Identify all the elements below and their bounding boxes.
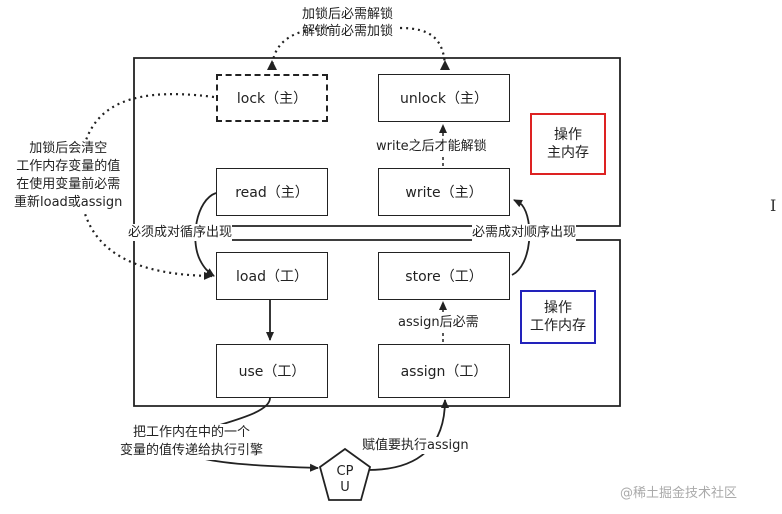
work-memory-label-line2: 工作内存 bbox=[530, 318, 586, 334]
store-write-order-annotation: 必需成对顺序出现 bbox=[472, 224, 577, 241]
lock-clears-line2: 工作内存变量的值 bbox=[16, 159, 121, 174]
top-annotation-line1: 加锁后必需解锁 bbox=[302, 7, 394, 22]
read-node-label: read（主） bbox=[235, 185, 309, 201]
lock-clears-annotation: 加锁后会清空 工作内存变量的值 在使用变量前必需 重新load或assign bbox=[14, 140, 123, 212]
work-memory-label: 操作 工作内存 bbox=[520, 290, 596, 344]
assign-then-store-annotation: assign后必需 bbox=[398, 314, 479, 331]
read-node: read（主） bbox=[216, 168, 328, 216]
cpu-label-line1: CP bbox=[336, 464, 354, 479]
unlock-node-label: unlock（主） bbox=[399, 91, 488, 107]
text-cursor-icon: I bbox=[770, 196, 777, 215]
lock-clears-line4: 重新load或assign bbox=[14, 195, 123, 210]
use-node: use（工） bbox=[216, 344, 328, 398]
use-to-engine-line2: 变量的值传递给执行引擎 bbox=[120, 443, 264, 458]
read-load-order-annotation: 必须成对循序出现 bbox=[128, 224, 233, 241]
lock-clears-line1: 加锁后会清空 bbox=[29, 141, 108, 156]
main-memory-label-line1: 操作 bbox=[554, 127, 582, 143]
write-node-label: write（主） bbox=[405, 185, 483, 201]
work-memory-label-line1: 操作 bbox=[544, 300, 572, 316]
store-node: store（工） bbox=[378, 252, 510, 300]
assign-node: assign（工） bbox=[378, 344, 510, 398]
store-node-label: store（工） bbox=[405, 269, 483, 285]
read-to-load-arrow bbox=[194, 192, 217, 277]
load-node-label: load（工） bbox=[236, 269, 308, 285]
main-memory-region-outline bbox=[133, 57, 621, 227]
unlock-node: unlock（主） bbox=[378, 74, 510, 122]
work-memory-region-outline bbox=[133, 239, 621, 407]
write-node: write（主） bbox=[378, 168, 510, 216]
main-memory-label-line2: 主内存 bbox=[547, 145, 589, 161]
assign-node-label: assign（工） bbox=[400, 364, 488, 380]
lock-unlock-dotted-arrow bbox=[270, 26, 447, 71]
use-to-engine-annotation: 把工作内在中的一个 变量的值传递给执行引擎 bbox=[120, 424, 264, 460]
top-annotation: 加锁后必需解锁 解锁前必需加锁 bbox=[302, 6, 393, 40]
cpu-assign-annotation: 赋值要执行assign bbox=[362, 437, 469, 454]
cpu-to-assign-arrow bbox=[367, 399, 449, 471]
lock-node-label: lock（主） bbox=[236, 91, 308, 107]
load-node: load（工） bbox=[216, 252, 328, 300]
write-then-unlock-annotation: write之后才能解锁 bbox=[376, 138, 487, 155]
store-to-write-arrow bbox=[511, 199, 531, 276]
cpu-pentagon bbox=[318, 447, 372, 501]
cpu-label: CP U bbox=[320, 460, 370, 500]
use-to-engine-line1: 把工作内在中的一个 bbox=[133, 425, 251, 440]
main-memory-label: 操作 主内存 bbox=[530, 113, 606, 175]
use-node-label: use（工） bbox=[238, 364, 306, 380]
cpu-label-line2: U bbox=[340, 480, 350, 495]
lock-node: lock（主） bbox=[216, 74, 328, 122]
lock-clears-line3: 在使用变量前必需 bbox=[16, 177, 121, 192]
watermark: @稀土掘金技术社区 bbox=[620, 486, 738, 501]
top-annotation-line2: 解锁前必需加锁 bbox=[302, 24, 394, 39]
